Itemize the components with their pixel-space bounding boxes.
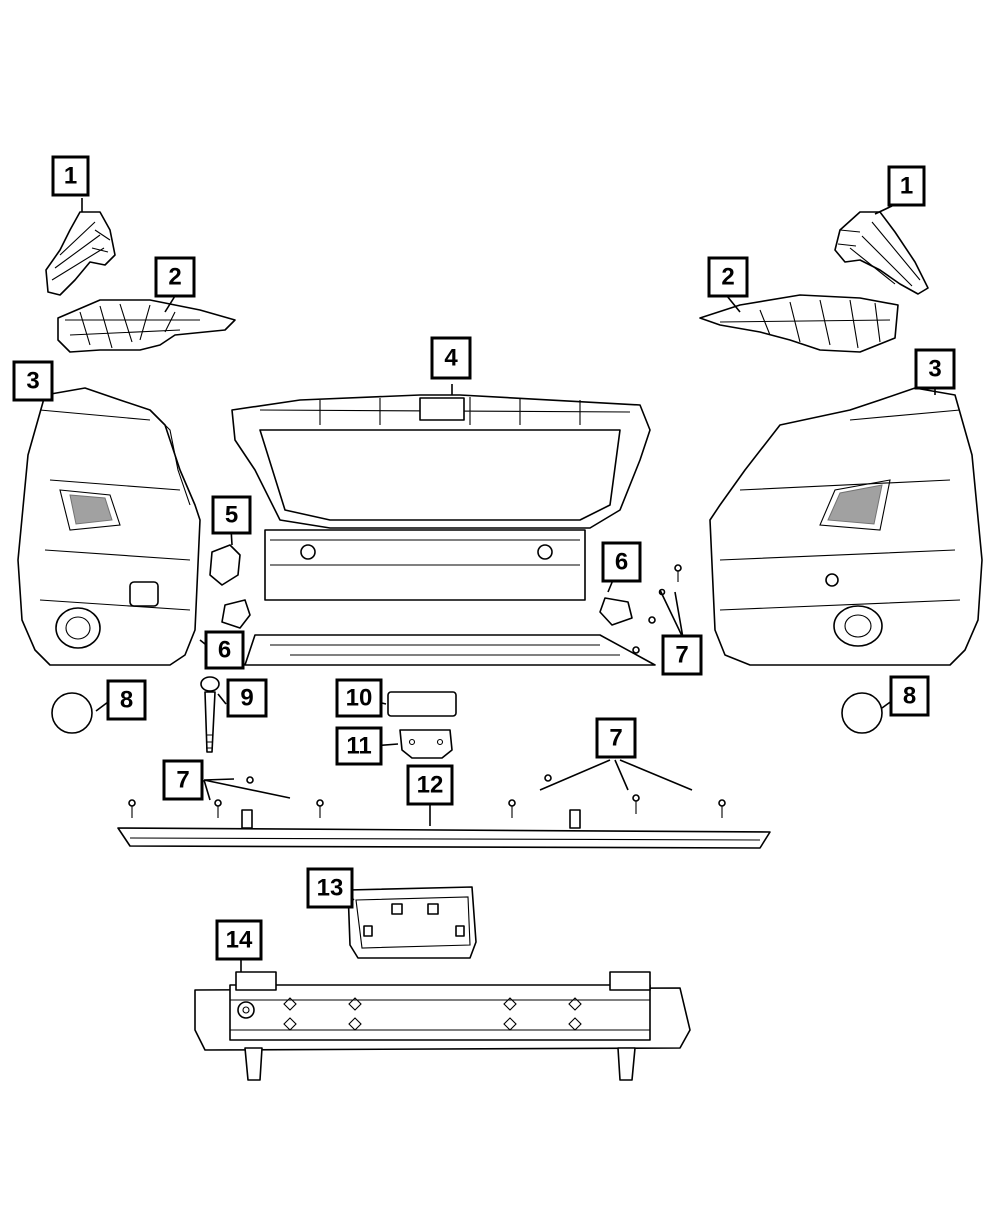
callout-2-left: 2 [154,256,196,298]
part-cover-right [841,692,883,734]
callout-6-left-label: 6 [218,637,231,664]
part-support-right [699,294,899,353]
part-fascia-left [17,387,201,666]
callout-11: 11 [335,726,383,766]
callout-3-left-label: 3 [26,368,39,395]
callout-3-left: 3 [12,360,54,402]
part-fasteners-upper-right [632,564,682,654]
callout-11-label: 11 [346,733,371,760]
callout-9: 9 [226,678,268,718]
part-bracket-11 [399,729,453,759]
callout-7-bottom: 7 [595,717,637,759]
callout-2-right: 2 [707,256,749,298]
callout-6-right-label: 6 [615,549,628,576]
callout-1-right: 1 [887,165,926,207]
part-bumper-beam [194,971,691,1081]
callout-5: 5 [211,495,252,535]
callout-8-left: 8 [106,679,147,721]
callout-3-right: 3 [914,348,956,390]
callout-7-bottom-label: 7 [609,725,622,752]
part-clip-right [599,597,633,626]
callout-4: 4 [430,336,472,380]
callout-2-left-label: 2 [168,264,181,291]
part-clip-left [221,599,251,629]
callout-12-label: 12 [417,772,444,799]
callout-13: 13 [306,867,354,909]
callout-1-left-label: 1 [64,163,77,190]
part-support-left [57,299,236,353]
callout-2-right-label: 2 [721,264,734,291]
callout-14-label: 14 [226,927,253,954]
callout-1-right-label: 1 [900,173,913,200]
part-fascia-right [709,387,983,666]
part-grille-reinforcement [231,394,656,666]
callout-10: 10 [335,678,383,718]
callout-12: 12 [406,764,454,806]
callout-1-left: 1 [51,155,90,197]
callout-13-label: 13 [317,875,344,902]
part-bracket-left [45,211,116,296]
callout-7-left: 7 [162,759,204,801]
part-cap [209,544,241,586]
callout-9-label: 9 [240,685,253,712]
callout-7-right: 7 [661,634,703,676]
callout-3-right-label: 3 [928,356,941,383]
part-license-bracket [347,886,477,959]
callout-4-label: 4 [444,345,458,372]
part-fasteners-row [128,774,726,818]
part-lower-strip [117,809,771,849]
callout-8-right-label: 8 [903,683,916,710]
callout-8-right: 8 [889,675,930,717]
part-bracket-right [834,211,929,295]
callout-7-right-label: 7 [675,642,688,669]
part-plate-10 [387,691,457,717]
callout-6-left: 6 [204,630,245,670]
callout-10-label: 10 [346,685,373,712]
callout-7-left-label: 7 [176,767,189,794]
part-cover-left [51,692,93,734]
callout-8-left-label: 8 [120,687,133,714]
part-tow-hook [200,676,220,753]
callout-6-right: 6 [601,541,642,583]
callout-5-label: 5 [225,502,238,529]
callout-14: 14 [215,919,263,961]
